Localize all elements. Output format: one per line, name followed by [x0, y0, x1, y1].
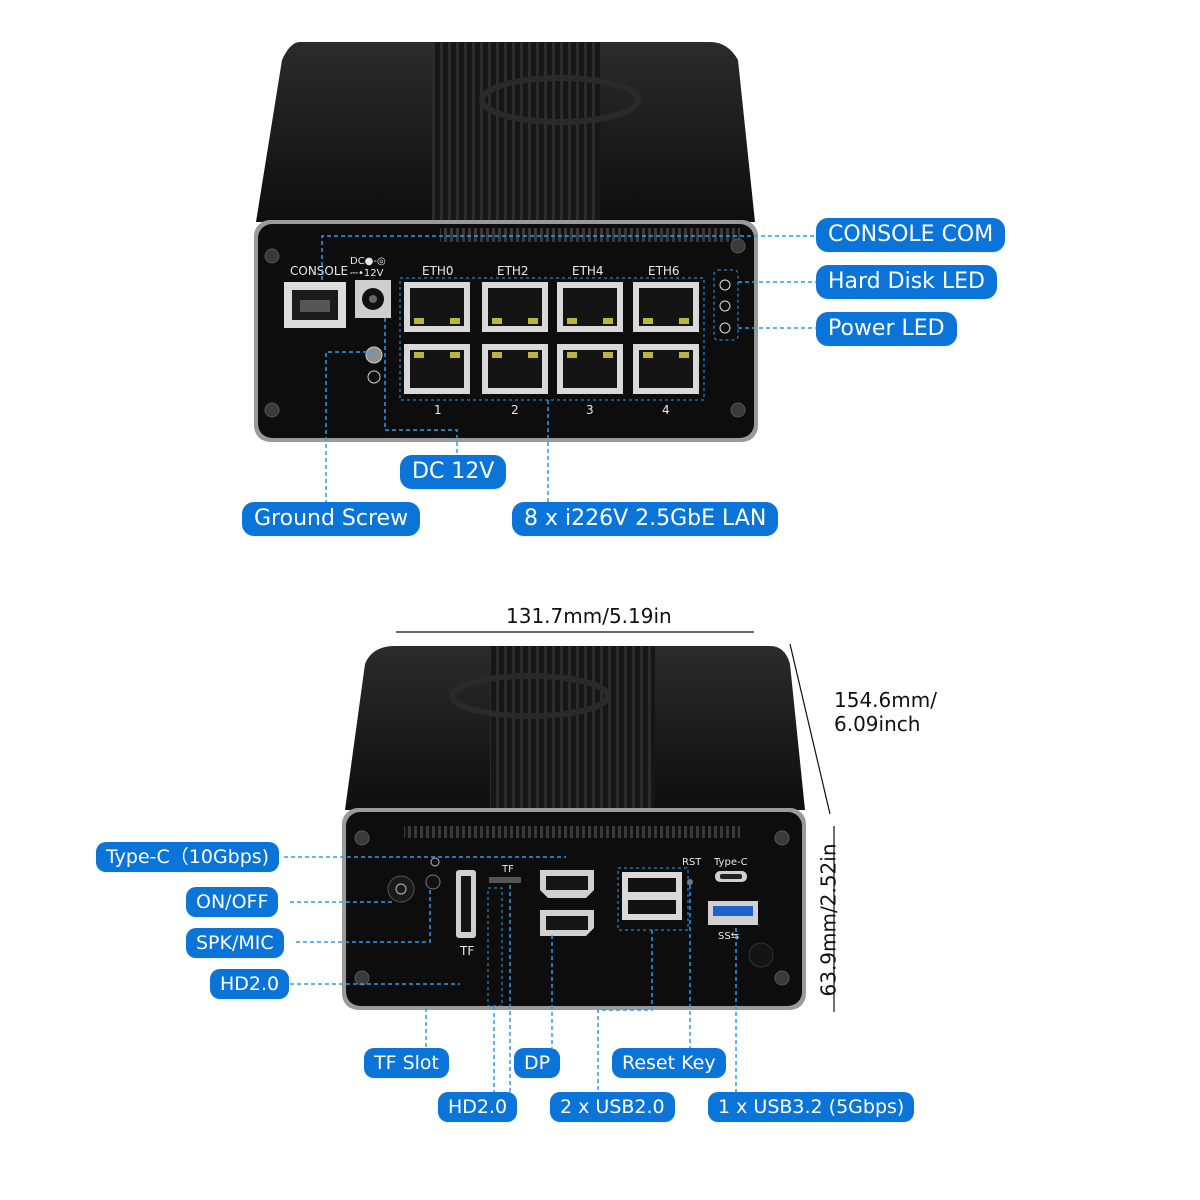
port-number-4: 4: [662, 403, 670, 417]
bottom-vent-slots: [404, 826, 740, 838]
dc-label-bottom: ⎓•12V: [350, 268, 384, 279]
tf-top-label: TF: [501, 864, 514, 875]
ground-screw: [365, 346, 383, 364]
lan-port-eth4[interactable]: [557, 282, 623, 332]
bottom-screws: [354, 830, 790, 986]
port-number-2: 2: [511, 403, 519, 417]
top-vent-slots: [440, 228, 740, 242]
callout-on-off: ON/OFF: [186, 887, 279, 917]
power-symbol-icon: [430, 857, 440, 867]
type-c-label: Type-C: [713, 857, 748, 868]
callout-console-com: CONSOLE COM: [816, 218, 1006, 252]
lan-port-eth0[interactable]: [404, 282, 470, 332]
tf-outline: [487, 887, 503, 1007]
led-group-outline: [713, 269, 739, 341]
bottom-front-panel: [346, 812, 802, 1006]
dc-label-top: DC●-◎: [350, 256, 386, 267]
eth4-label: ETH4: [572, 264, 604, 278]
top-leader-lines: [321, 235, 816, 502]
callout-usb20: 2 x USB2.0: [550, 1092, 675, 1122]
power-icon: [395, 883, 407, 895]
bottom-device: TF TF RST Type-C SS⇆: [342, 646, 806, 1010]
callout-ground-screw: Ground Screw: [242, 502, 421, 536]
power-led-icon: [719, 322, 731, 334]
lan-port-3[interactable]: [557, 344, 623, 394]
callout-hd20-bottom: HD2.0: [438, 1092, 518, 1122]
dimension-lines: [396, 631, 835, 1012]
bottom-device-heatsink: [490, 646, 655, 810]
bottom-fan-logo: [449, 673, 611, 719]
antenna-mount: [748, 942, 774, 968]
port-number-1: 1: [434, 403, 442, 417]
ss-label: SS⇆: [718, 931, 739, 942]
eth6-label: ETH6: [648, 264, 680, 278]
bottom-leader-lines: [284, 856, 737, 1094]
console-port-label: CONSOLE: [290, 264, 348, 278]
key-icon: [719, 300, 731, 312]
dimension-width: 131.7mm/5.19in: [506, 604, 672, 628]
port-number-3: 3: [586, 403, 594, 417]
callout-tf-slot: TF Slot: [364, 1048, 449, 1078]
tf-side-label: TF: [459, 944, 474, 958]
lan-group-outline: [399, 277, 705, 401]
dimension-depth-line1: 154.6mm/: [834, 688, 937, 712]
audio-jack[interactable]: [425, 874, 441, 890]
ground-icon: [367, 370, 381, 384]
callout-dc-12v: DC 12V: [400, 455, 507, 489]
callout-spk-mic: SPK/MIC: [186, 928, 284, 958]
lan-port-4[interactable]: [633, 344, 699, 394]
callout-reset-key: Reset Key: [612, 1048, 726, 1078]
lan-port-2[interactable]: [482, 344, 548, 394]
tf-slot[interactable]: [489, 877, 521, 883]
callout-usb32: 1 x USB3.2 (5Gbps): [708, 1092, 915, 1122]
top-screws: [264, 238, 746, 418]
top-fan-logo: [479, 75, 641, 125]
top-device-heatsink: [432, 42, 600, 224]
dimension-depth-line2: 6.09inch: [834, 712, 921, 736]
callout-lan: 8 x i226V 2.5GbE LAN: [512, 502, 779, 536]
lan-port-eth2[interactable]: [482, 282, 548, 332]
lan-port-eth6[interactable]: [633, 282, 699, 332]
callout-dp: DP: [514, 1048, 561, 1078]
eth0-label: ETH0: [422, 264, 454, 278]
callout-hd20-left: HD2.0: [210, 969, 290, 999]
callout-type-c: Type-C（10Gbps): [96, 842, 280, 872]
eth2-label: ETH2: [497, 264, 529, 278]
top-device: CONSOLE DC●-◎ ⎓•12V ETH0 ETH2 ETH4 ETH6 …: [254, 42, 758, 442]
callout-power-led: Power LED: [816, 312, 957, 346]
lan-port-1[interactable]: [404, 344, 470, 394]
callout-hard-disk-led: Hard Disk LED: [816, 265, 997, 299]
hdd-led-icon: [719, 279, 731, 291]
rst-label: RST: [682, 857, 702, 868]
power-button[interactable]: [387, 875, 415, 903]
dimension-height: 63.9mm/2.52in: [816, 843, 841, 997]
lan-ports: [404, 282, 699, 394]
